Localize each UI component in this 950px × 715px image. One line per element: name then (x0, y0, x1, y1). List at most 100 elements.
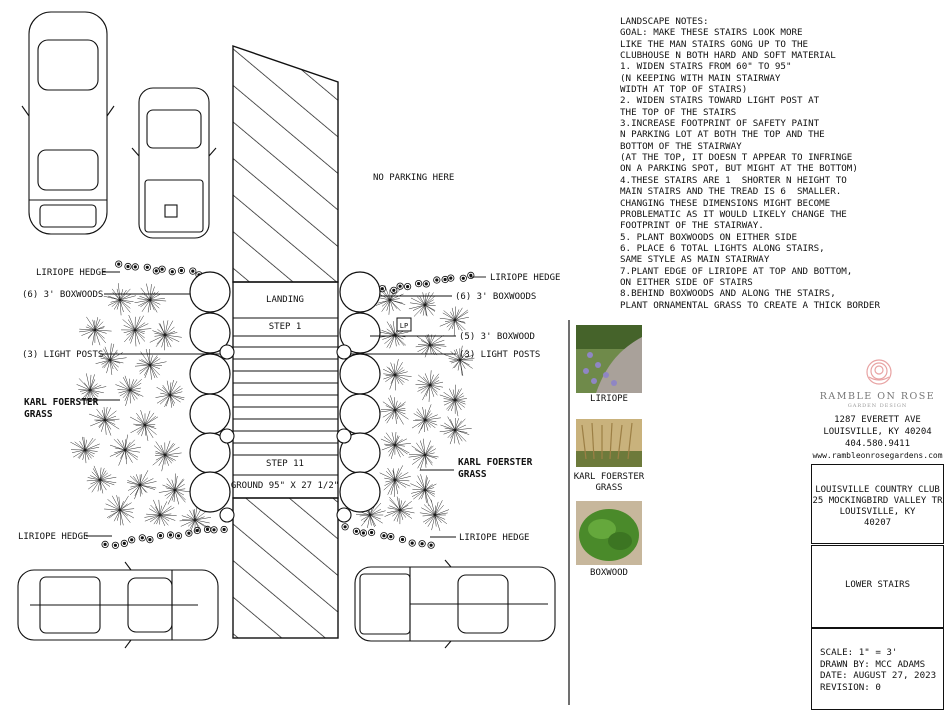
note-line: (N KEEPING WITH MAIN STAIRWAY (620, 72, 781, 84)
note-line: MAIN STAIRS AND THE TREAD IS 6 SMALLER. (620, 186, 842, 198)
liriope-plant (433, 276, 441, 284)
grass-clump (378, 395, 409, 425)
liriope-plant (459, 274, 467, 282)
grass-clump (411, 404, 441, 434)
label-karl-foerster-left: KARL FOERSTER (24, 397, 99, 408)
liriope-plant (101, 540, 109, 549)
address-line-2: LOUISVILLE, KY 40204 (823, 427, 932, 437)
liriope-plant (156, 531, 165, 540)
grass-clump (152, 440, 182, 472)
label-boxwoods-left: (6) 3' BOXWOODS (22, 290, 103, 300)
brand-name: RAMBLE ON ROSE (819, 391, 936, 402)
note-line: LANDSCAPE NOTES: (620, 16, 709, 27)
grass-clump (439, 306, 469, 337)
liriope-plant (138, 534, 146, 542)
grass-clump (79, 316, 112, 346)
liriope-plant (177, 266, 185, 275)
note-line: 7.PLANT EDGE OF LIRIOPE AT TOP AND BOTTO… (620, 265, 853, 277)
grass-clump (439, 384, 467, 417)
grass-clump (415, 370, 444, 402)
car-bottom-right (354, 559, 556, 649)
address-line-1: 1287 EVERETT AVE (834, 415, 921, 425)
note-line: PROBLEMATIC AS IT WOULD LIKELY CHANGE TH… (620, 208, 847, 220)
grass-clump (89, 406, 120, 436)
note-line: BOTTOM OF THE STAIRWAY (620, 140, 742, 152)
liriope-plant (403, 282, 412, 291)
note-line: 6. PLACE 6 TOTAL LIGHTS ALONG STAIRS, (620, 242, 825, 254)
liriope-plant (408, 539, 416, 547)
note-line: GOAL: MAKE THESE STAIRS LOOK MORE (620, 27, 803, 39)
label-light-posts-left: (3) LIGHT POSTS (22, 350, 103, 360)
note-line: CHANGING THESE DIMENSIONS MIGHT BECOME (620, 197, 831, 209)
lp-box (396, 317, 412, 332)
grass-clump (380, 431, 411, 460)
grass-clump (86, 465, 117, 494)
car-top-center (131, 87, 217, 239)
brand-sub: GARDEN DESIGN (847, 403, 908, 409)
liriope-plant (398, 535, 407, 544)
landing-label: LANDING (266, 295, 304, 305)
liriope-plant (189, 267, 197, 275)
liriope-plant (111, 541, 120, 549)
grass-clump (444, 345, 475, 376)
lp-label: LP (400, 322, 408, 330)
liriope-plant (220, 525, 228, 534)
website: www.rambleonrosegardens.com (812, 451, 943, 460)
liriope-caption: LIRIOPE (590, 394, 628, 404)
grass-clump (155, 379, 185, 408)
liriope-plant (115, 260, 123, 268)
boxwood-swatch (576, 501, 642, 565)
note-line: (AT THE TOP, IT DOESN T APPEAR TO INFRIN… (620, 152, 853, 164)
liriope-plant (152, 267, 160, 275)
grass-clump (158, 473, 192, 505)
liriope-plant (359, 529, 367, 537)
revision: REVISION: 0 (820, 681, 881, 693)
liriope-plant (422, 280, 430, 288)
grass-clump (379, 465, 411, 497)
rose-logo-icon (866, 359, 892, 385)
drawn-by: DRAWN BY: McC ADAMS (820, 658, 926, 670)
landscape-notes: LANDSCAPE NOTES:GOAL: MAKE THESE STAIRS … (620, 16, 945, 311)
staircase (232, 281, 339, 499)
liriope-plant (380, 532, 388, 540)
liriope-plant (146, 535, 154, 544)
label-boxwood-right: (5) 3' BOXWOOD (459, 332, 535, 342)
client-city: LOUISVILLE, KY (839, 507, 916, 517)
note-line: 4.THESE STAIRS ARE 1 SHORTER N HEIGHT TO (620, 174, 847, 186)
liriope-plant (387, 532, 395, 541)
safety-paint-bottom (232, 497, 339, 639)
label-grass-right: GRASS (458, 469, 487, 480)
liriope-plant (131, 263, 139, 271)
label-karl-foerster-right: KARL FOERSTER (458, 457, 533, 468)
grass-clump (127, 470, 157, 500)
liriope-plant (143, 263, 151, 271)
liriope-plant (158, 265, 166, 273)
note-line: 8.BEHIND BOXWOODS AND ALONG THE STAIRS, (620, 288, 836, 300)
liriope-plant (418, 540, 426, 548)
liriope-plant (367, 528, 376, 537)
note-line: 1. WIDEN STAIRS FROM 60" TO 95" (620, 61, 792, 73)
liriope-plant (447, 274, 455, 282)
note-line: FOOTPRINT OF THE STAIRWAY. (620, 220, 764, 232)
liriope-plant (185, 529, 193, 537)
liriope-plant (427, 541, 435, 549)
liriope-plant (174, 532, 183, 540)
liriope-plant (441, 275, 449, 284)
note-line: WIDTH AT TOP OF STAIRS) (620, 84, 748, 96)
leader-lines (80, 271, 486, 538)
boxwood-caption: BOXWOOD (590, 568, 628, 578)
car-top-left (21, 11, 115, 235)
client-zip: 40207 (863, 518, 892, 528)
karl-foerster-caption-1: KARL FOERSTER (573, 472, 645, 482)
grass-clump (439, 416, 472, 445)
liriope-plant (352, 527, 360, 535)
note-line: PLANT ORNAMENTAL GRASS TO CREATE A THICK… (620, 299, 880, 311)
liriope-plant (124, 262, 132, 271)
step-11-label: STEP 11 (266, 459, 304, 469)
note-line: LIKE THE MAN STAIRS GONG UP TO THE (620, 38, 809, 50)
grass-clump (70, 436, 100, 464)
liriope-plant (396, 282, 404, 290)
liriope-plant (414, 279, 423, 288)
grass-clump (419, 499, 450, 531)
car-bottom-left (17, 561, 219, 649)
